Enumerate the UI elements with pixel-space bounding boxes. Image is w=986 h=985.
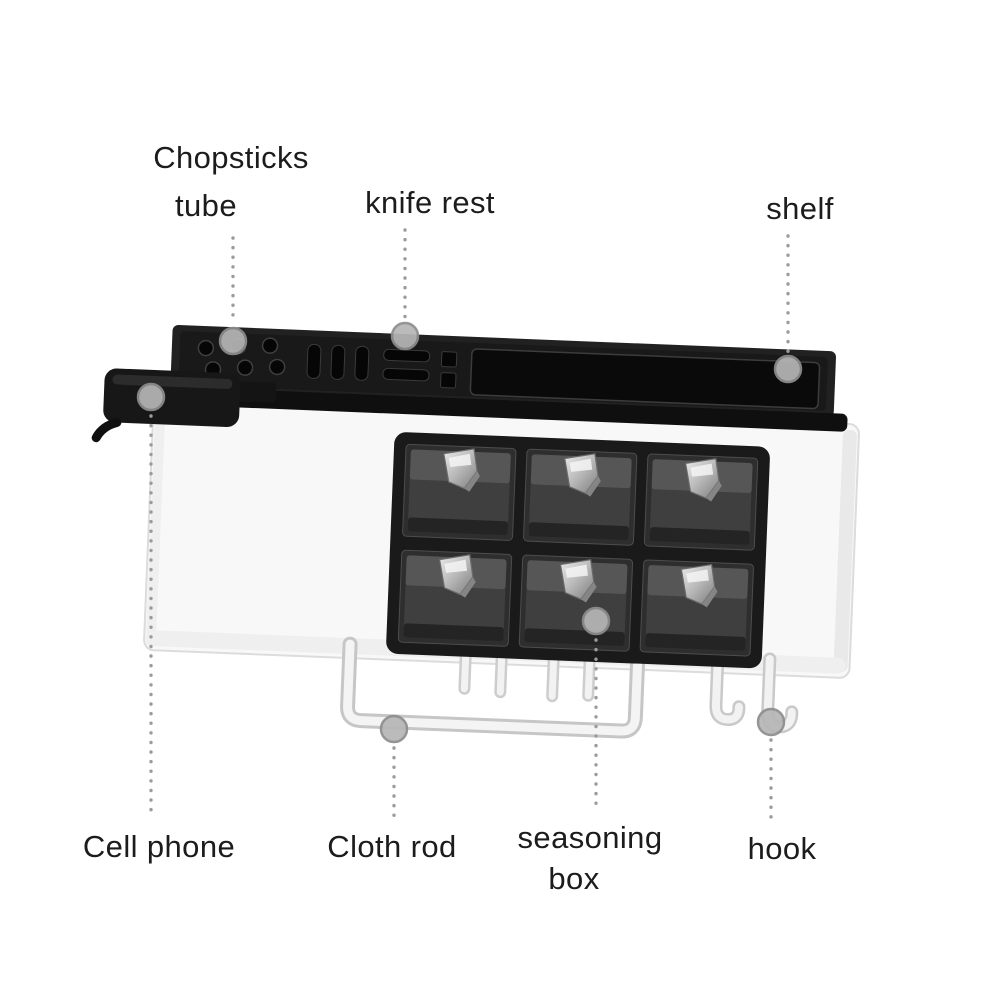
top-shelf-tray — [159, 324, 848, 432]
knife-slots — [306, 343, 458, 389]
phone-holder — [91, 368, 277, 443]
label-knife-rest: knife rest — [365, 185, 495, 220]
seasoning-drawer — [523, 449, 637, 545]
marker-seasoning-box — [581, 606, 611, 636]
seasoning-drawer — [644, 454, 758, 550]
label-chopsticks-tube-line2: tube — [175, 188, 237, 223]
shelf-compartment — [469, 348, 821, 410]
marker-cell-phone — [136, 382, 166, 412]
label-cell-phone: Cell phone — [82, 829, 236, 864]
marker-knife-rest — [390, 321, 420, 351]
label-cloth-rod: Cloth rod — [327, 829, 457, 864]
marker-hook — [756, 707, 786, 737]
label-chopsticks-tube-line1: Chopsticks — [153, 140, 309, 175]
seasoning-drawer — [398, 550, 512, 646]
seasoning-panel — [386, 432, 770, 669]
callout-lines — [149, 228, 790, 822]
seasoning-drawer — [640, 560, 754, 656]
marker-shelf — [773, 354, 803, 384]
label-hook: hook — [747, 831, 817, 866]
seasoning-drawer — [519, 555, 633, 651]
marker-cloth-rod — [379, 714, 409, 744]
label-shelf: shelf — [766, 191, 834, 226]
seasoning-drawer — [402, 444, 516, 540]
cloth-rod — [340, 636, 646, 739]
callout-markers — [136, 321, 803, 744]
organizer-product — [91, 324, 860, 739]
label-seasoning-box-line2: box — [548, 861, 600, 896]
label-seasoning-box-line1: seasoning — [517, 820, 663, 855]
marker-chopsticks-tube — [218, 326, 248, 356]
